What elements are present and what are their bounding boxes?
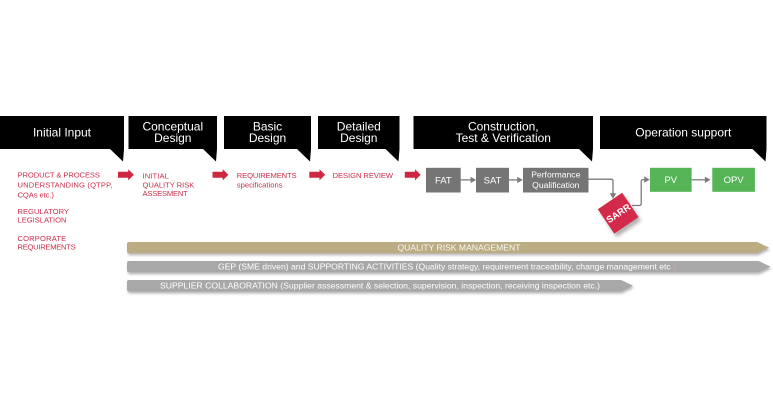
svg-text:Performance: Performance <box>531 169 580 179</box>
svg-text:GEP (SME driven) and SUPPORTIN: GEP (SME driven) and SUPPORTING ACTIVITI… <box>218 262 676 272</box>
svg-text:QUALITY RISK: QUALITY RISK <box>143 180 195 189</box>
svg-text:ASSESMENT: ASSESMENT <box>143 189 189 198</box>
svg-text:PRODUCT & PROCESS: PRODUCT & PROCESS <box>18 171 101 180</box>
svg-text:Design: Design <box>154 131 191 145</box>
svg-text:Design: Design <box>249 131 286 145</box>
svg-text:SUPPLIER COLLABORATION (Suppli: SUPPLIER COLLABORATION (Supplier assessm… <box>160 281 600 291</box>
svg-text:Qualification: Qualification <box>532 180 580 190</box>
svg-text:DESIGN REVIEW: DESIGN REVIEW <box>333 171 394 180</box>
svg-text:UNDERSTANDING (QTPP,: UNDERSTANDING (QTPP, <box>18 181 113 190</box>
svg-text:REGULATORY: REGULATORY <box>18 207 70 216</box>
svg-text:specifications: specifications <box>237 181 283 190</box>
svg-text:LEGISLATION: LEGISLATION <box>18 216 67 225</box>
svg-text:Design: Design <box>340 131 377 145</box>
svg-text:CQAs etc.): CQAs etc.) <box>18 190 55 199</box>
svg-text:QUALITY RISK MANAGEMENT: QUALITY RISK MANAGEMENT <box>398 243 522 253</box>
svg-text:Basic: Basic <box>253 119 282 133</box>
svg-text:PV: PV <box>664 175 677 186</box>
svg-text:Initial Input: Initial Input <box>33 126 92 140</box>
svg-text:REQUIREMENTS: REQUIREMENTS <box>237 171 297 180</box>
svg-text:Operation support: Operation support <box>635 126 732 140</box>
svg-text:Test & Verification: Test & Verification <box>456 131 551 145</box>
svg-text:OPV: OPV <box>724 175 745 186</box>
svg-text:Construction,: Construction, <box>468 119 539 133</box>
svg-text:Detailed: Detailed <box>337 119 381 133</box>
svg-text:FAT: FAT <box>435 176 452 187</box>
svg-text:CORPORATE: CORPORATE <box>18 234 67 243</box>
svg-text:INITIAL: INITIAL <box>143 171 169 180</box>
svg-text:SAT: SAT <box>484 176 502 187</box>
svg-text:REQUIREMENTS: REQUIREMENTS <box>18 243 76 252</box>
svg-text:Conceptual: Conceptual <box>142 119 203 133</box>
